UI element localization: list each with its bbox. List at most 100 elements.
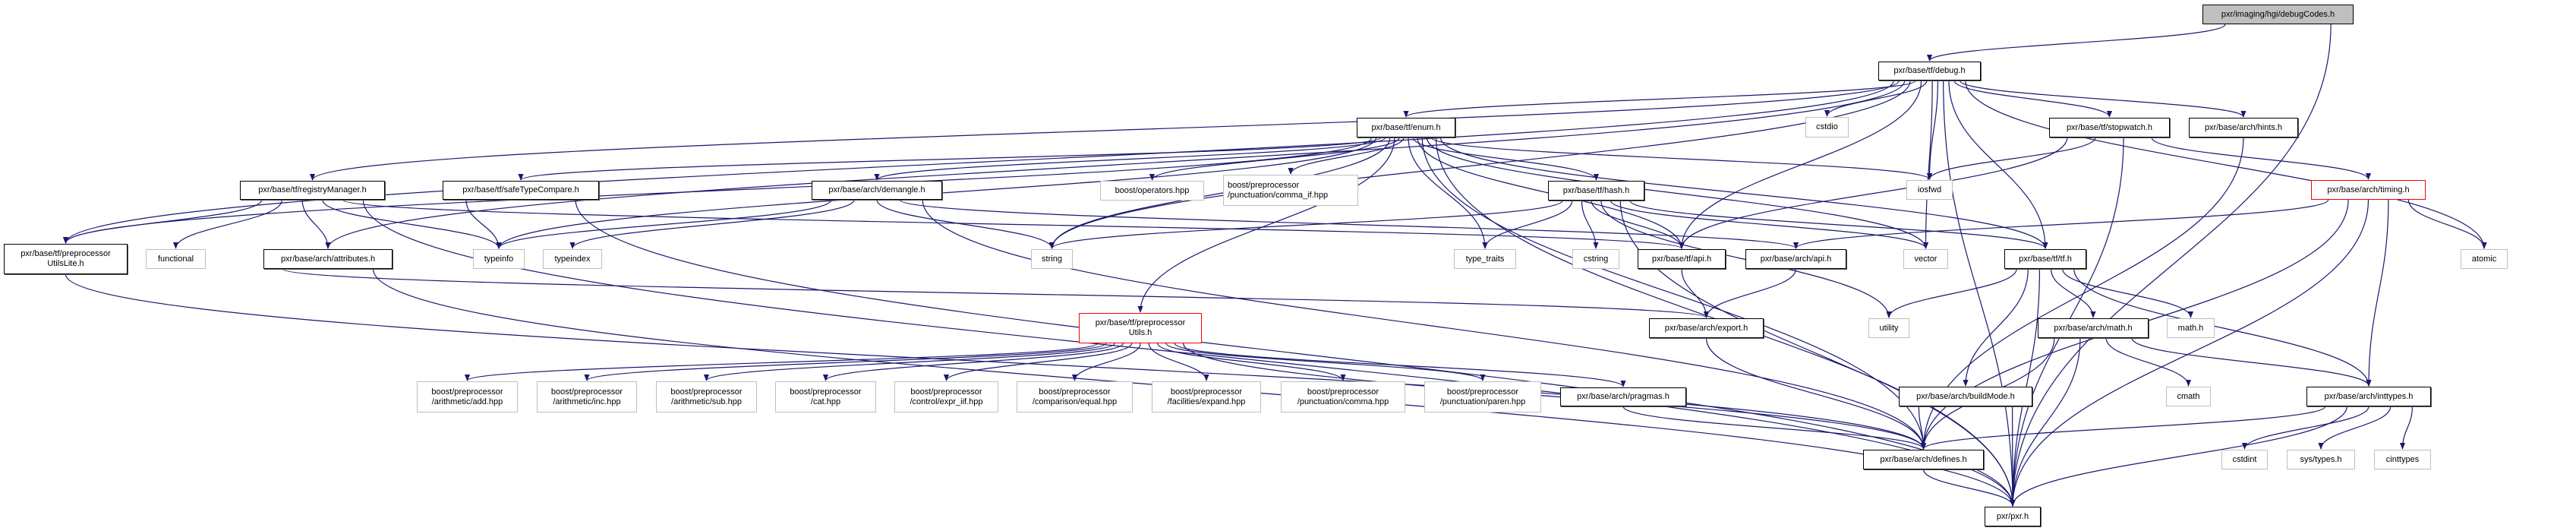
- edge-hash-to-utility: [1600, 200, 1892, 318]
- edge-enum-to-commaIf: [1288, 137, 1405, 175]
- node-registry-manager[interactable]: pxr/base/tf/registryManager.h: [240, 181, 385, 200]
- node-equal: boost/preprocessor /comparison/equal.hpp: [1017, 381, 1133, 412]
- edge-timing-to-inttypes: [2366, 199, 2389, 387]
- node-comma-if: boost/preprocessor /punctuation/comma_if…: [1223, 175, 1358, 206]
- edge-debug-to-attributes: [325, 80, 1906, 249]
- node-hints[interactable]: pxr/base/arch/hints.h: [2189, 118, 2298, 137]
- node-tf[interactable]: pxr/base/tf/tf.h: [2004, 249, 2086, 269]
- edge-debugCodes-to-debug: [1927, 24, 2226, 62]
- edge-demangle-to-string: [876, 199, 1055, 249]
- edge-hash-to-tf: [1629, 200, 2048, 249]
- node-build-mode[interactable]: pxr/base/arch/buildMode.h: [1899, 387, 2032, 406]
- edge-timing-to-pxr: [2010, 199, 2369, 507]
- edge-hash-to-string: [1049, 200, 1563, 249]
- edge-debug-to-tf: [1948, 80, 2048, 249]
- node-debug-codes[interactable]: pxr/imaging/hgi/debugCodes.h: [2202, 5, 2354, 24]
- node-cat: boost/preprocessor /cat.hpp: [775, 381, 876, 412]
- node-enum[interactable]: pxr/base/tf/enum.h: [1357, 118, 1455, 137]
- edge-enum-to-defines: [1421, 137, 1927, 450]
- edge-registryManager-to-functional: [172, 199, 282, 249]
- node-utils[interactable]: pxr/base/tf/preprocessor Utils.h: [1079, 313, 1202, 343]
- edge-enum-to-iosfwd: [1430, 137, 1932, 180]
- edge-registryManager-to-tfApi: [342, 199, 1685, 249]
- edge-debug-to-iosfwd: [1926, 80, 1938, 180]
- edge-archApi-to-export: [1703, 268, 1797, 318]
- node-tf-api[interactable]: pxr/base/tf/api.h: [1638, 249, 1726, 269]
- edge-timing-to-atomic: [2407, 199, 2487, 249]
- edge-registryManager-to-typeinfo: [322, 199, 502, 249]
- node-cstring: cstring: [1572, 249, 1619, 269]
- node-pxr[interactable]: pxr/pxr.h: [1985, 507, 2041, 526]
- node-attributes[interactable]: pxr/base/arch/attributes.h: [263, 249, 393, 269]
- node-export[interactable]: pxr/base/arch/export.h: [1649, 318, 1764, 338]
- edge-tfApi-to-export: [1681, 268, 1710, 318]
- node-timing[interactable]: pxr/base/arch/timing.h: [2311, 180, 2426, 200]
- node-safe-type-compare[interactable]: pxr/base/tf/safeTypeCompare.h: [443, 181, 599, 200]
- node-hash[interactable]: pxr/base/tf/hash.h: [1548, 181, 1644, 201]
- node-expr-iif: boost/preprocessor /control/expr_iif.hpp: [894, 381, 998, 412]
- edge-hash-to-vector: [1610, 200, 1928, 249]
- node-pragmas[interactable]: pxr/base/arch/pragmas.h: [1560, 387, 1686, 406]
- node-cstdio: cstdio: [1805, 117, 1849, 137]
- edge-utils-to-expand: [1148, 343, 1209, 381]
- edge-utils-to-exprIif: [943, 343, 1133, 381]
- node-demangle[interactable]: pxr/base/arch/demangle.h: [812, 181, 942, 200]
- edge-debug-to-enum: [1403, 80, 1916, 118]
- edge-hash-to-typeTraits: [1482, 200, 1573, 249]
- node-cmath: cmath: [2166, 387, 2211, 406]
- edge-stopwatch-to-iosfwd: [1926, 137, 2096, 180]
- edge-demangle-to-defines: [922, 199, 1927, 450]
- node-iosfwd: iosfwd: [1906, 180, 1953, 200]
- edge-attributes-to-export: [282, 268, 1709, 318]
- node-stopwatch[interactable]: pxr/base/tf/stopwatch.h: [2049, 118, 2170, 137]
- edge-utils-to-inc: [584, 343, 1107, 381]
- edge-debug-to-cstdio: [1824, 80, 1928, 117]
- edge-debug-to-stopwatch: [1953, 80, 2113, 118]
- edge-archMath-to-cmath: [2105, 337, 2192, 387]
- edge-hash-to-tfApi: [1591, 200, 1685, 249]
- edge-safeTypeCompare-to-pxr: [575, 199, 2016, 507]
- node-expand: boost/preprocessor /facilities/expand.hp…: [1152, 381, 1261, 412]
- edge-tf-to-inttypes: [2073, 268, 2372, 387]
- edge-debug-to-pxr: [1943, 80, 2016, 507]
- edge-utils-to-paren: [1165, 343, 1486, 381]
- edge-demangle-to-typeinfo: [496, 199, 832, 249]
- node-cstdint: cstdint: [2221, 450, 2268, 469]
- edge-debug-to-hints: [1959, 80, 2247, 118]
- edge-debug-to-atomic: [1965, 80, 2487, 249]
- node-add: boost/preprocessor /arithmetic/add.hpp: [417, 381, 518, 412]
- node-debug[interactable]: pxr/base/tf/debug.h: [1878, 62, 1981, 81]
- node-defines[interactable]: pxr/base/arch/defines.h: [1863, 450, 1984, 469]
- edge-registryManager-to-attributes: [301, 199, 331, 249]
- edge-utils-to-defines: [1183, 343, 1926, 450]
- edge-enum-to-utils: [1137, 137, 1395, 313]
- edge-pragmas-to-defines: [1622, 406, 1926, 450]
- edge-registryManager-to-utilsLite: [62, 199, 263, 244]
- node-inttypes[interactable]: pxr/base/arch/inttypes.h: [2306, 387, 2431, 406]
- edge-enum-to-string: [1048, 137, 1391, 249]
- node-utils-lite[interactable]: pxr/base/tf/preprocessor UtilsLite.h: [4, 244, 128, 274]
- node-sys-types: sys/types.h: [2287, 450, 2355, 469]
- edge-debug-to-registryManager: [310, 80, 1900, 181]
- edge-archMath-to-pxr: [2010, 337, 2081, 507]
- node-functional: functional: [146, 249, 206, 269]
- edge-utils-to-add: [465, 343, 1098, 381]
- edge-enum-to-tf: [1439, 137, 2048, 249]
- edge-inttypes-to-pxr: [2010, 406, 2347, 507]
- node-string: string: [1031, 249, 1073, 269]
- node-arch-math[interactable]: pxr/base/arch/math.h: [2038, 318, 2149, 338]
- node-utility: utility: [1868, 318, 1909, 338]
- node-math-h: math.h: [2167, 318, 2215, 338]
- node-arch-api[interactable]: pxr/base/arch/api.h: [1745, 249, 1846, 269]
- edge-utils-to-cat: [823, 343, 1124, 381]
- node-inc: boost/preprocessor /arithmetic/inc.hpp: [537, 381, 637, 412]
- edge-enum-to-safeTypeCompare: [518, 137, 1382, 181]
- edge-utils-to-comma: [1157, 343, 1346, 381]
- edge-hash-to-cstring: [1581, 200, 1599, 249]
- edge-demangle-to-archApi: [899, 199, 1799, 249]
- node-comma: boost/preprocessor /punctuation/comma.hp…: [1281, 381, 1405, 412]
- edge-stopwatch-to-timing: [2151, 137, 2372, 180]
- edge-enum-to-demangle: [874, 137, 1386, 181]
- edge-inttypes-to-cinttypes: [2399, 406, 2413, 450]
